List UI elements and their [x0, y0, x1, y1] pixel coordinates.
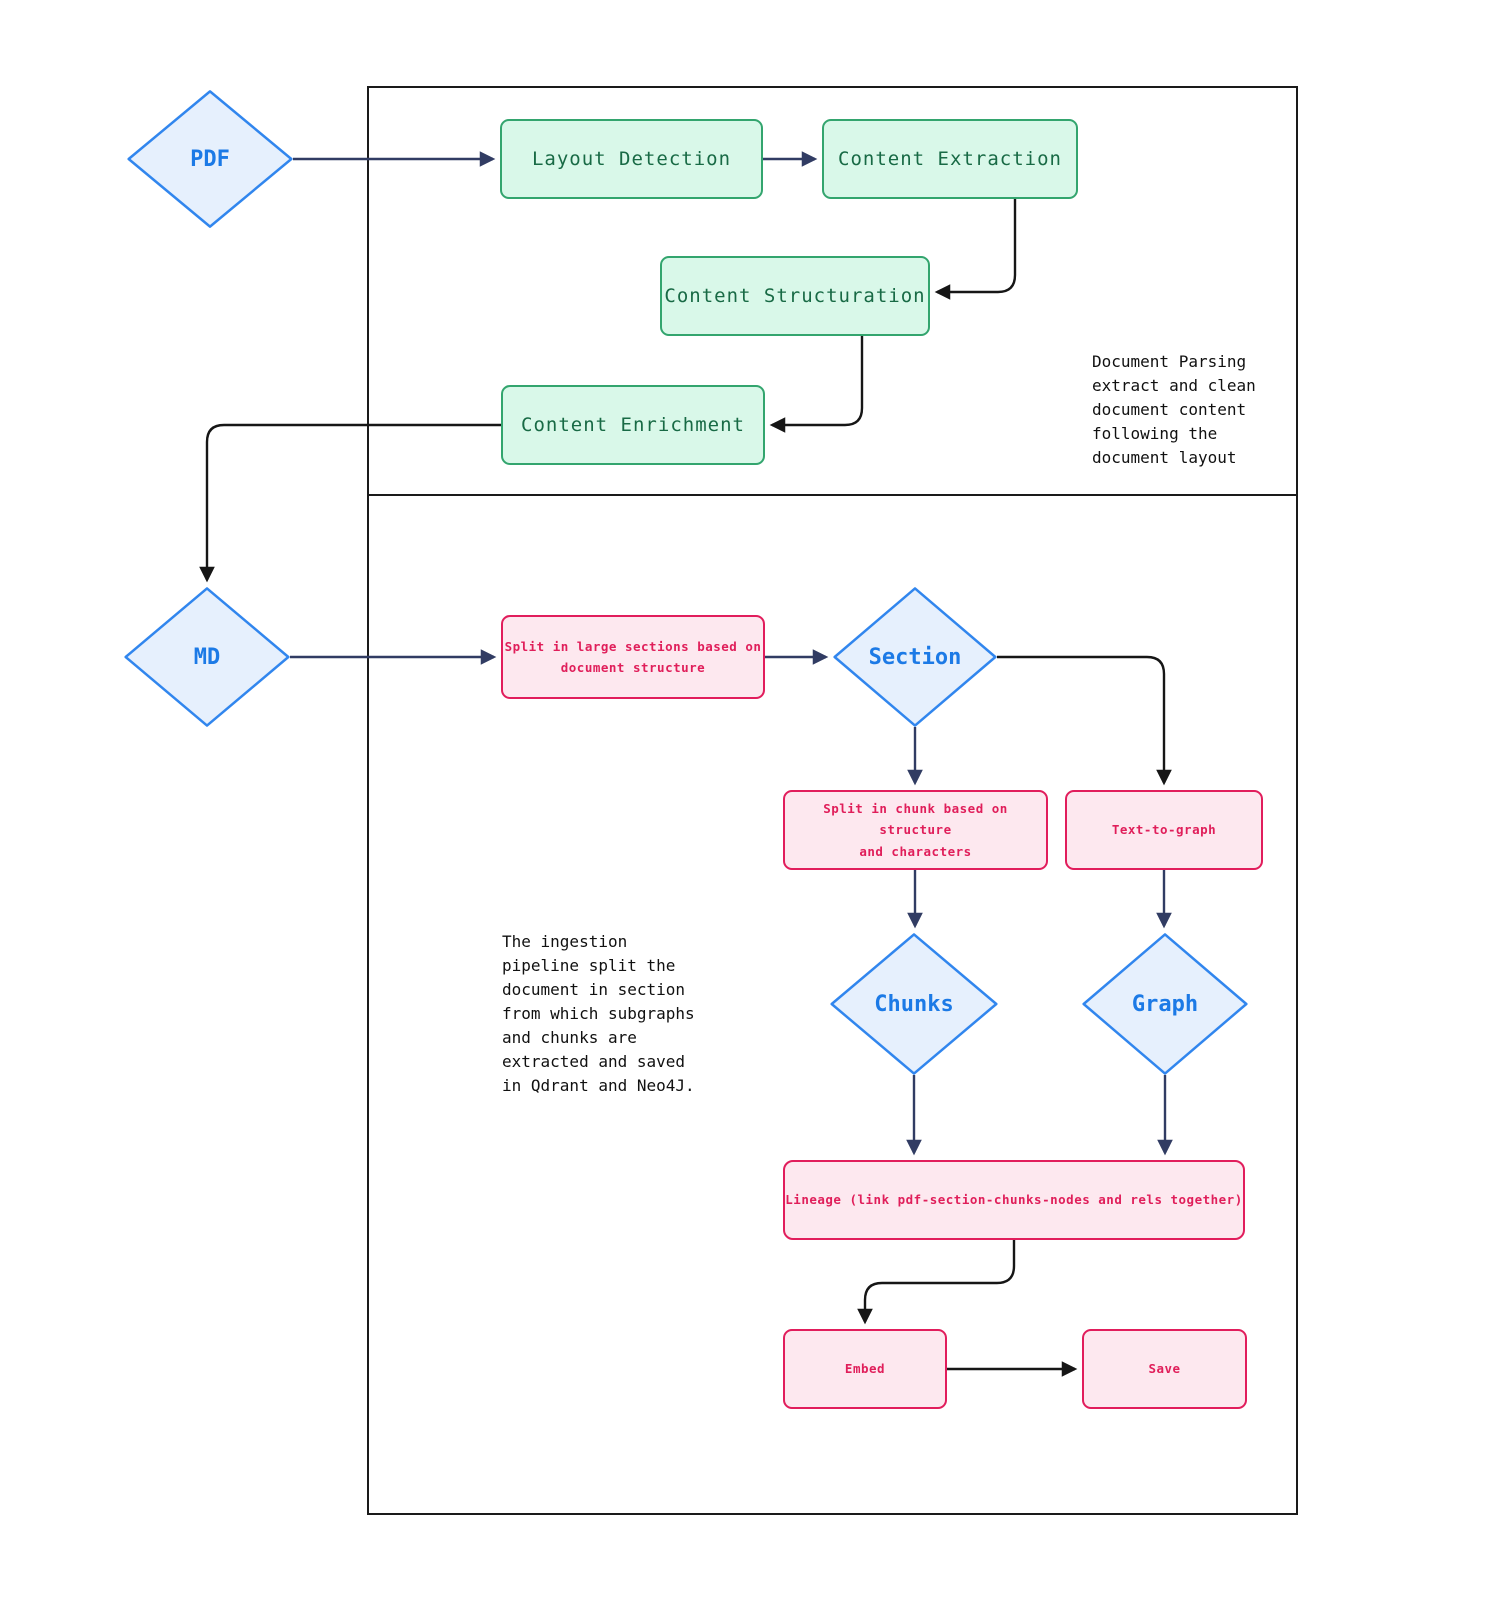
pdf-label: PDF	[190, 146, 230, 172]
chunks-node: Chunks	[830, 933, 998, 1075]
section-divider-line	[367, 494, 1298, 496]
content-extraction-node: Content Extraction	[822, 119, 1078, 199]
text-to-graph-node: Text-to-graph	[1065, 790, 1263, 870]
chunks-label: Chunks	[874, 991, 954, 1017]
diamond-shape	[835, 588, 996, 725]
split-chunk-node: Split in chunk based on structure and ch…	[783, 790, 1048, 870]
graph-label: Graph	[1131, 991, 1199, 1017]
section-node: Section	[833, 587, 997, 727]
content-enrichment-node: Content Enrichment	[501, 385, 765, 465]
diamond-shape	[832, 934, 997, 1073]
pipeline-frame	[367, 86, 1298, 1515]
md-node: MD	[124, 587, 290, 727]
diamond-shape	[126, 588, 289, 725]
ingestion-note: The ingestion pipeline split the documen…	[502, 932, 695, 1095]
content-structuration-node: Content Structuration	[660, 256, 930, 336]
parsing-note: Document Parsing extract and clean docum…	[1092, 352, 1256, 467]
section-label: Section	[868, 644, 962, 670]
pdf-node: PDF	[127, 90, 293, 228]
diamond-shape	[1084, 934, 1247, 1073]
save-node: Save	[1082, 1329, 1247, 1409]
md-label: MD	[193, 644, 221, 670]
layout-detection-node: Layout Detection	[500, 119, 763, 199]
embed-node: Embed	[783, 1329, 947, 1409]
split-sections-node: Split in large sections based on documen…	[501, 615, 765, 699]
lineage-node: Lineage (link pdf-section-chunks-nodes a…	[783, 1160, 1245, 1240]
graph-node: Graph	[1082, 933, 1248, 1075]
diamond-shape	[129, 91, 292, 226]
